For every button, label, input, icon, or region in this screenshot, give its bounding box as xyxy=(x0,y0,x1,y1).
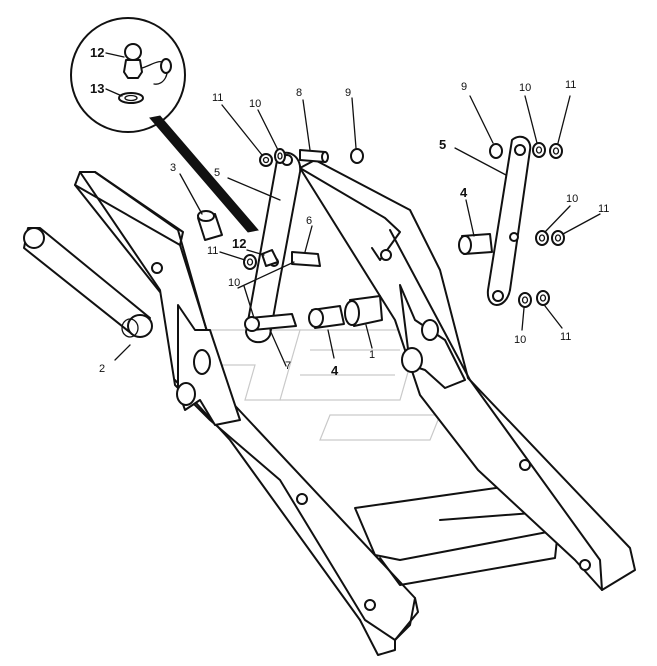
label-5: 5 xyxy=(214,167,220,179)
label-9: 9 xyxy=(461,81,467,93)
label-4: 4 xyxy=(331,363,339,378)
label-10: 10 xyxy=(514,334,526,346)
label-4: 4 xyxy=(460,185,468,200)
label-8: 8 xyxy=(296,87,302,99)
pins-bushings xyxy=(197,149,493,332)
label-9: 9 xyxy=(345,87,351,99)
label-7: 7 xyxy=(285,360,291,372)
label-2: 2 xyxy=(99,363,105,375)
leader-lines xyxy=(114,95,601,367)
label-5: 5 xyxy=(439,137,446,152)
detail-callout xyxy=(70,17,259,233)
left-lug-bracket xyxy=(176,304,241,426)
label-11: 11 xyxy=(598,203,609,215)
label-11: 11 xyxy=(212,92,223,104)
label-11: 11 xyxy=(207,245,218,257)
label-10: 10 xyxy=(566,193,578,205)
right-plate xyxy=(486,135,532,306)
link-bar xyxy=(23,227,153,338)
label-11: 11 xyxy=(565,79,576,91)
label-10: 10 xyxy=(519,82,531,94)
frame-right-arm xyxy=(299,159,636,591)
label-12-detail: 12 xyxy=(90,45,104,60)
frame-left-arm xyxy=(74,171,419,656)
washers xyxy=(243,142,565,308)
pin-part-6 xyxy=(291,251,321,267)
label-6: 6 xyxy=(306,215,312,227)
label-10: 10 xyxy=(228,277,240,289)
part-labels: 12 13 11 10 8 9 9 10 11 5 3 5 4 10 11 6 … xyxy=(90,45,609,378)
label-10: 10 xyxy=(249,98,261,110)
label-11: 11 xyxy=(560,331,571,343)
label-3: 3 xyxy=(170,162,176,174)
label-13: 13 xyxy=(90,81,104,96)
grease-fitting-12 xyxy=(261,249,279,267)
label-1: 1 xyxy=(369,349,375,361)
right-lug-bracket xyxy=(399,284,466,389)
callout-leader xyxy=(149,115,259,233)
label-12: 12 xyxy=(232,236,246,251)
